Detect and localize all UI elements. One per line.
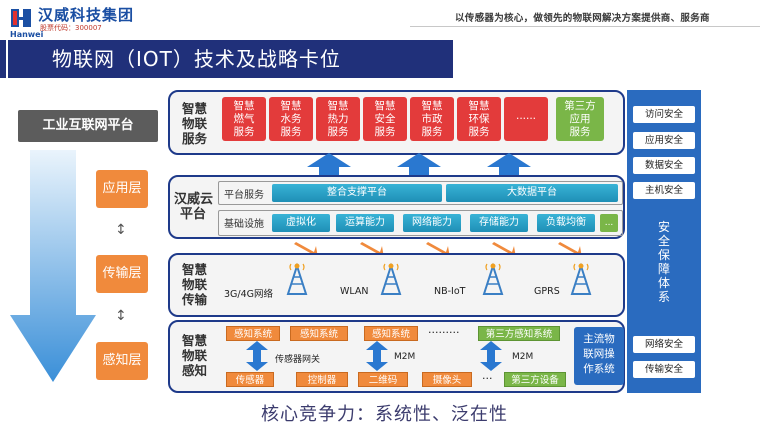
transport-panel-label: 智慧物联传输: [182, 262, 208, 307]
stock-code: 股票代码：300007: [40, 24, 102, 32]
sensing-system-box: 感知系统: [364, 326, 418, 341]
service-heat: 智慧热力服务: [316, 97, 360, 141]
m2m-label: M2M: [512, 352, 534, 362]
company-name: 汉威科技集团: [38, 6, 135, 24]
company-name-en: Hanwei: [10, 30, 44, 39]
security-system-label: 安全保障体系: [657, 220, 670, 304]
service-more: ......: [504, 97, 548, 141]
slogan: 以传感器为核心，做领先的物联网解决方案提供商、服务商: [455, 13, 710, 24]
third-party-device-box: 第三方设备: [504, 372, 566, 387]
service-panel-label: 智慧物联服务: [182, 101, 208, 146]
signal-tower-icon: [570, 262, 592, 295]
layer-transport: 传输层: [96, 255, 148, 293]
signal-tower-icon: [286, 262, 308, 295]
infra-more: ...: [600, 214, 618, 232]
network-wlan-label: WLAN: [340, 286, 369, 297]
infra-computing: 运算能力: [336, 214, 394, 232]
infra-virtualization: 虚拟化: [272, 214, 330, 232]
perception-panel-label: 智慧物联感知: [182, 333, 208, 378]
signal-tower-icon: [380, 262, 402, 295]
double-arrow-icon: [246, 341, 268, 371]
qrcode-box: 二维码: [358, 372, 408, 387]
double-arrow-icon: ↕: [115, 308, 127, 324]
security-network: 网络安全: [633, 336, 695, 353]
sensor-box: 传感器: [226, 372, 274, 387]
integration-platform-bar: 整合支撑平台: [272, 184, 442, 202]
service-municipal: 智慧市政服务: [410, 97, 454, 141]
iot-os-box: 主流物联网操作系统: [574, 327, 624, 385]
ellipsis-dots: ···: [482, 372, 493, 385]
layer-perception: 感知层: [96, 342, 148, 380]
infra-storage: 存储能力: [470, 214, 528, 232]
title-stripe: [0, 40, 6, 78]
third-party-sensing-box: 第三方感知系统: [478, 326, 560, 341]
m2m-label: M2M: [394, 352, 416, 362]
hanwei-logo-icon: [11, 9, 31, 27]
big-data-platform-bar: 大数据平台: [446, 184, 618, 202]
controller-box: 控制器: [296, 372, 348, 387]
signal-tower-icon: [482, 262, 504, 295]
network-3g4g-label: 3G/4G网络: [224, 289, 274, 300]
platform-services-title: 平台服务: [224, 190, 264, 201]
security-data: 数据安全: [633, 157, 695, 174]
up-arrow-icon: [487, 153, 531, 179]
up-arrow-icon: [307, 153, 351, 179]
core-competence-caption: 核心竞争力：系统性、泛在性: [261, 404, 508, 425]
camera-box: 摄像头: [422, 372, 472, 387]
security-access: 访问安全: [633, 106, 695, 123]
sensing-system-box: 感知系统: [226, 326, 280, 341]
layer-application: 应用层: [96, 170, 148, 208]
up-arrow-icon: [397, 153, 441, 179]
security-host: 主机安全: [633, 182, 695, 199]
double-arrow-icon: [366, 341, 388, 371]
header-divider: [410, 26, 760, 27]
double-arrow-icon: ↕: [115, 222, 127, 238]
platform-services-row: [218, 181, 623, 205]
service-gas: 智慧燃气服务: [222, 97, 266, 141]
infrastructure-title: 基础设施: [224, 219, 264, 230]
security-application: 应用安全: [633, 132, 695, 149]
service-third-party: 第三方应用服务: [556, 97, 604, 141]
network-gprs-label: GPRS: [534, 286, 560, 297]
cloud-panel-label: 汉威云平台: [174, 192, 214, 222]
security-transport: 传输安全: [633, 361, 695, 378]
double-arrow-icon: [480, 341, 502, 371]
service-safety: 智慧安全服务: [363, 97, 407, 141]
page-title: 物联网（IOT）技术及战略卡位: [8, 40, 453, 78]
ellipsis-dots: ·········: [428, 326, 460, 339]
service-water: 智慧水务服务: [269, 97, 313, 141]
sensor-gateway-label: 传感器网关: [275, 355, 321, 365]
infrastructure-row: [218, 210, 623, 236]
sensing-system-box: 感知系统: [290, 326, 348, 341]
industrial-platform-tag: 工业互联网平台: [18, 110, 158, 142]
service-environment: 智慧环保服务: [457, 97, 501, 141]
down-arrow-icon: [10, 150, 96, 382]
infra-load-balancing: 负载均衡: [537, 214, 595, 232]
infra-network: 网络能力: [403, 214, 461, 232]
network-nbiot-label: NB-IoT: [434, 286, 466, 297]
